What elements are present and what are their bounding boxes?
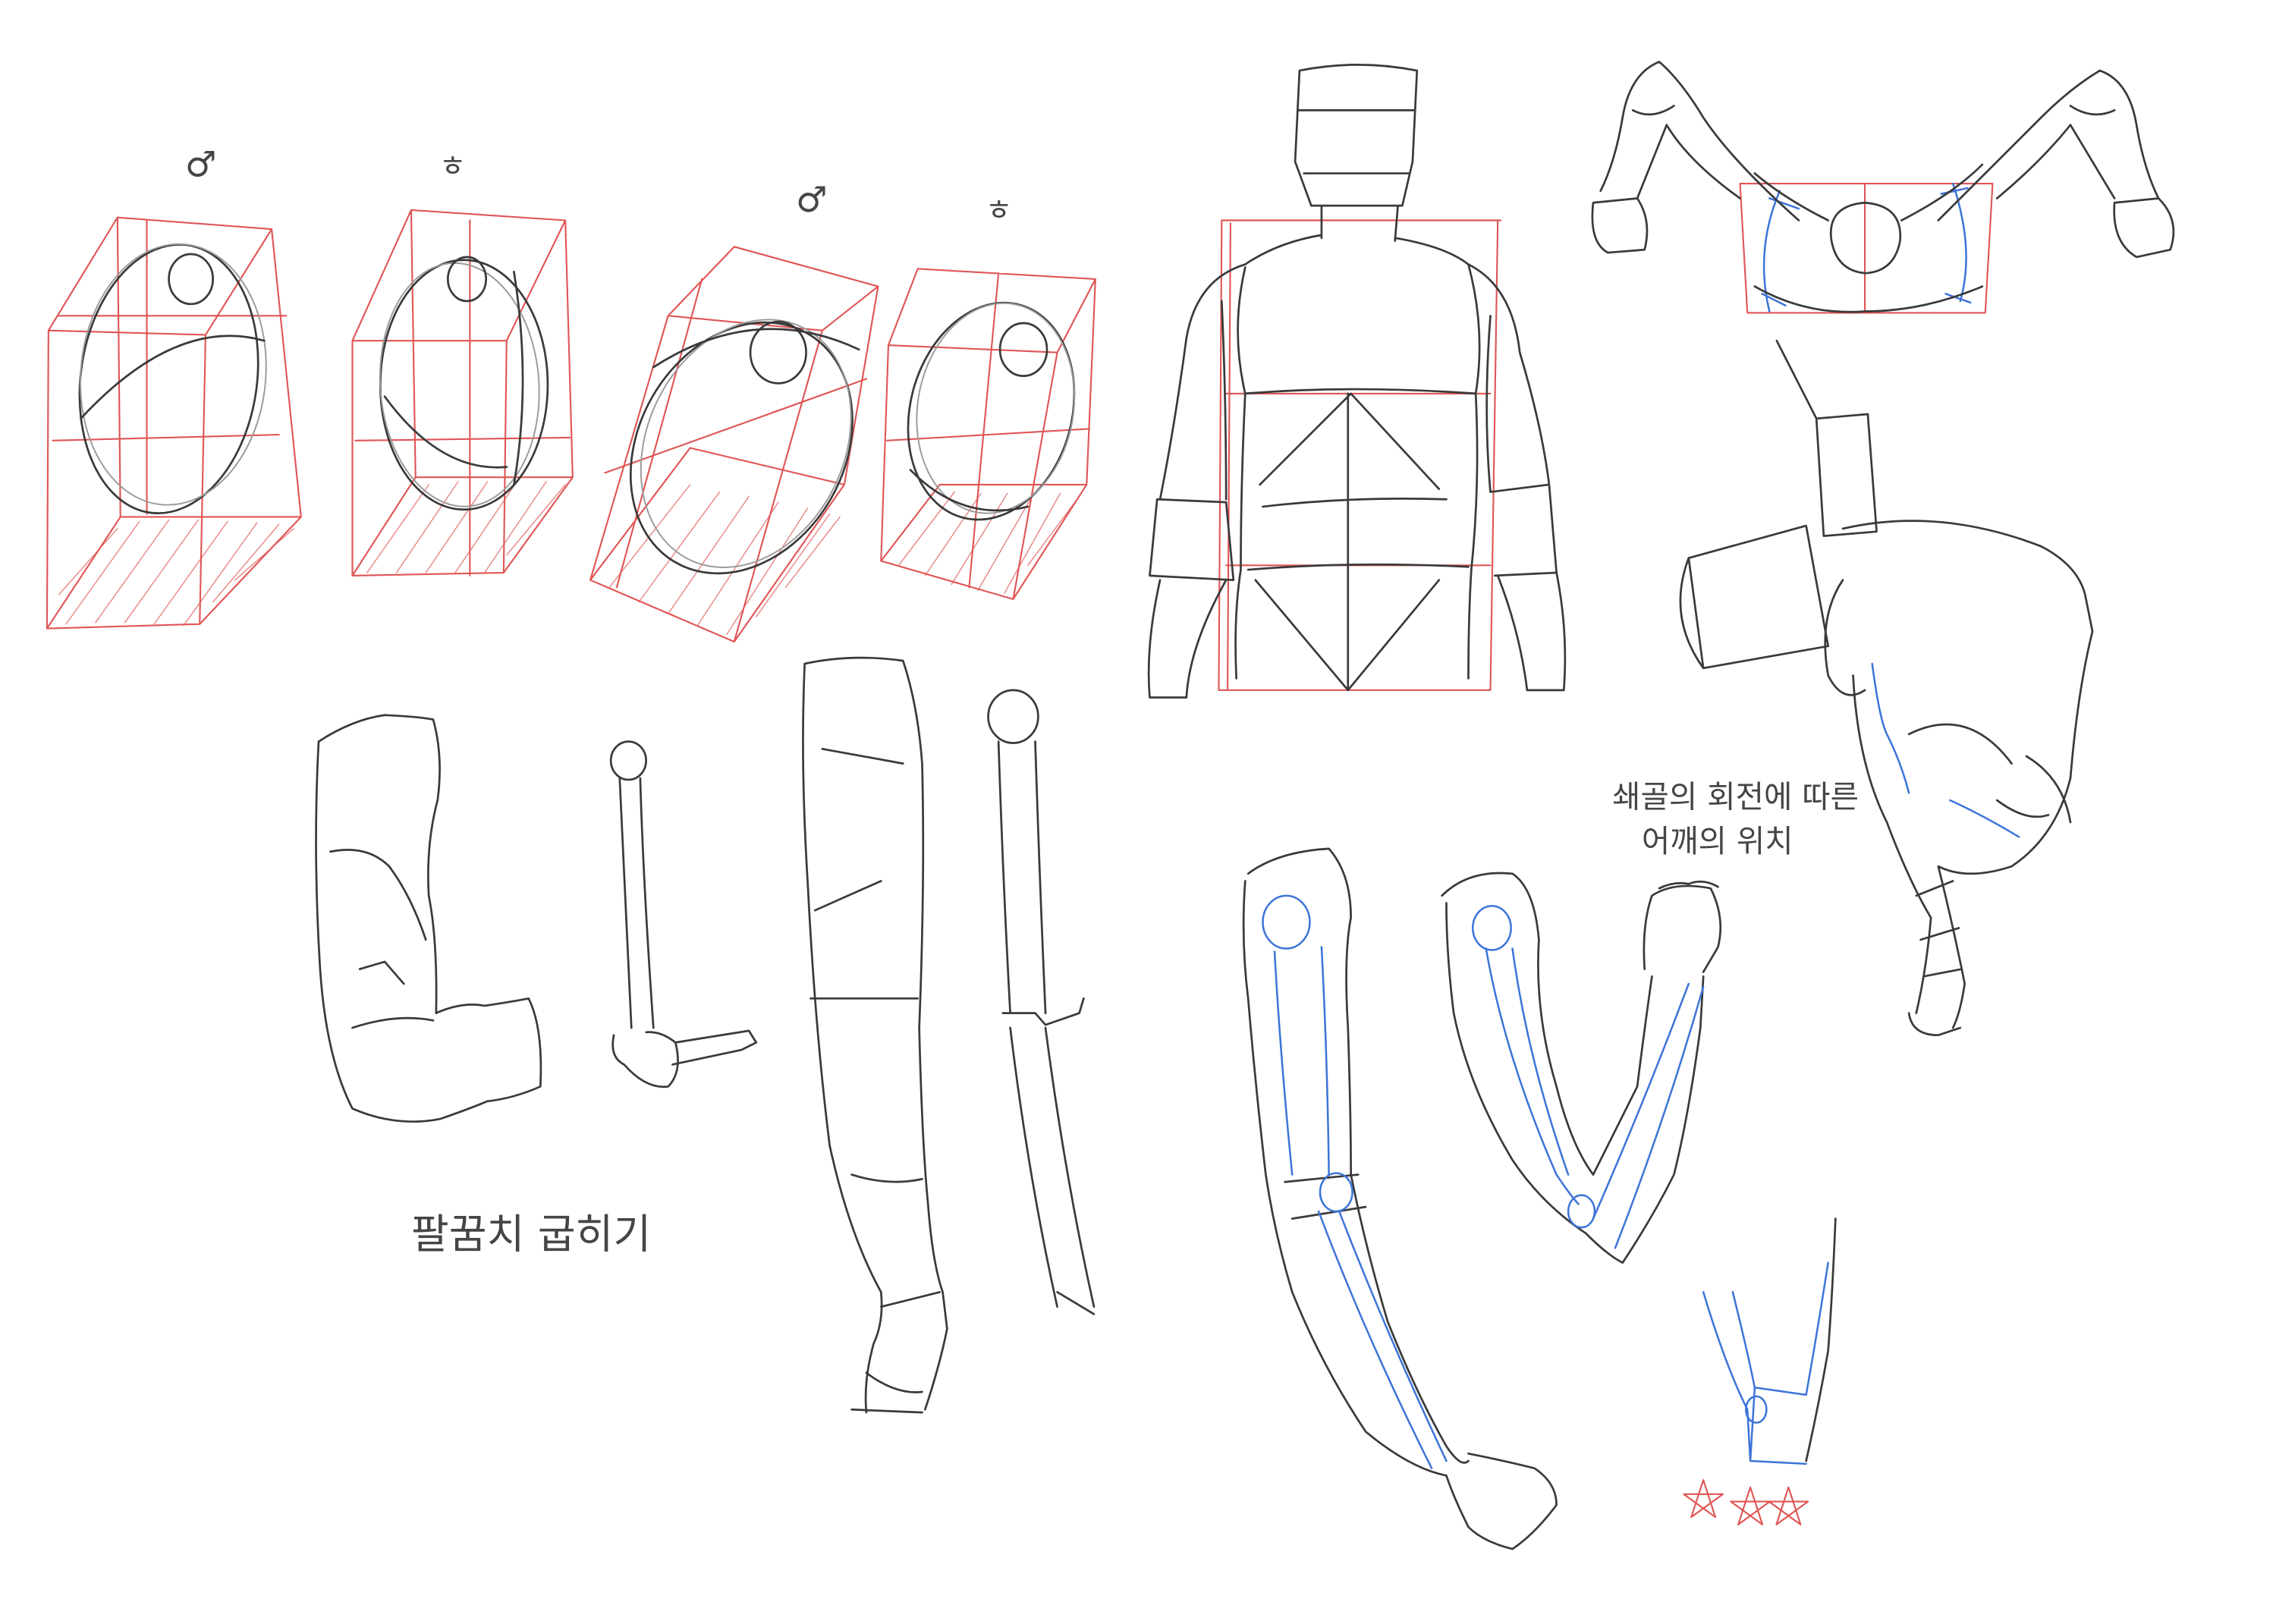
female-symbol: ㅎ <box>439 149 467 184</box>
star-icon <box>1768 1486 1809 1525</box>
male-symbol: ♂ <box>185 143 217 184</box>
clavicle-caption-line2: 어깨의 위치 <box>1642 823 1793 859</box>
female-symbol: ㅎ <box>986 194 1013 228</box>
torso-front-sketch <box>1147 64 1567 699</box>
arms-top-view-sketch <box>1591 61 2175 314</box>
bent-arm-skeleton-sketch <box>609 740 758 1088</box>
rib-cage-box-sketch-2 <box>351 209 574 576</box>
clavicle-caption-line1: 쇄골의 회전에 따른 <box>1612 779 1859 815</box>
straight-arm-bones-sketch <box>1242 847 1558 1550</box>
elbow-bend-caption: 팔꿈치 굽히기 <box>411 1210 651 1258</box>
rib-cage-box-sketch-4 <box>880 268 1096 600</box>
rib-cage-box-sketch-3 <box>589 246 879 643</box>
star-icon <box>1730 1486 1771 1525</box>
arm-side-sketch <box>802 656 948 1414</box>
bent-arm-sketch <box>315 714 542 1123</box>
shoulder-back-view-sketch <box>1679 339 2094 1037</box>
star-rating-marks <box>1683 1479 1809 1525</box>
star-icon <box>1683 1479 1724 1519</box>
wrist-bones-sketch <box>1702 1217 1837 1465</box>
rib-cage-box-sketch-1 <box>46 216 302 630</box>
bent-arm-bones-sketch <box>1441 872 1722 1264</box>
arm-bone-side-sketch <box>987 689 1096 1315</box>
male-symbol: ♂ <box>796 179 828 220</box>
